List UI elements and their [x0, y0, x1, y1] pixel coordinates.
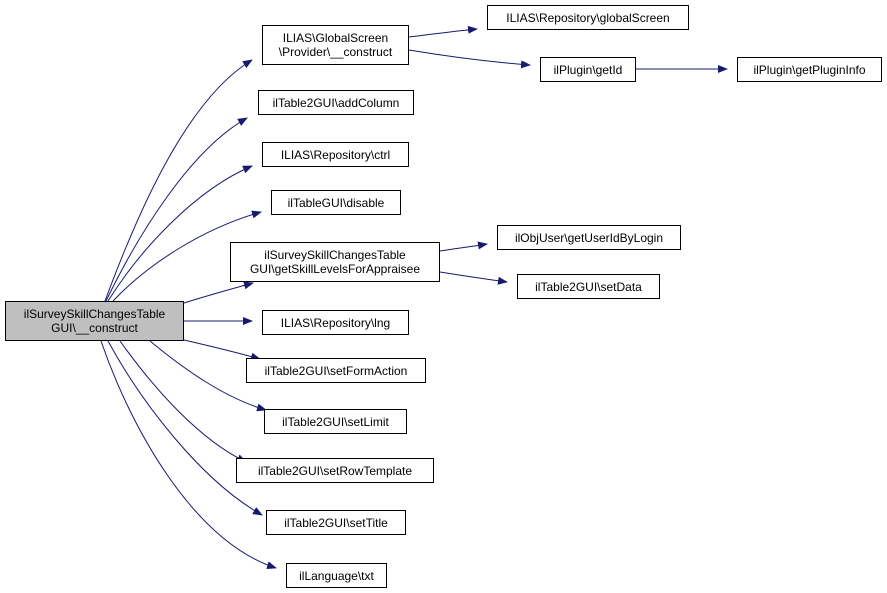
node-language-txt[interactable]: ilLanguage\txt	[286, 563, 387, 588]
node-label-line2: GUI\__construct	[51, 321, 138, 335]
node-label: ilTable2GUI\setRowTemplate	[257, 463, 413, 478]
node-set-limit[interactable]: ilTable2GUI\setLimit	[264, 409, 407, 434]
node-repository-ctrl[interactable]: ILIAS\Repository\ctrl	[262, 142, 409, 167]
node-label: ILIAS\Repository\ctrl	[280, 147, 391, 162]
node-label: ilTable2GUI\setLimit	[282, 414, 389, 429]
edge-root-to-add_column	[105, 117, 248, 302]
node-plugin-get-plugin-info[interactable]: ilPlugin\getPluginInfo	[737, 57, 882, 82]
node-label: ilTable2GUI\addColumn	[272, 95, 400, 110]
edge-root-to-set_row_template	[119, 340, 247, 463]
edge-root-to-set_form_action	[183, 339, 261, 361]
edge-get_skill_levels-to-set_data	[439, 271, 508, 285]
node-label: ilPlugin\getId	[553, 62, 623, 77]
node-globalscreen-provider-construct[interactable]: ILIAS\GlobalScreen \Provider\__construct	[262, 25, 409, 65]
edge-root-to-gs_construct	[104, 59, 253, 302]
node-label: ilPlugin\getPluginInfo	[753, 62, 866, 77]
node-repository-lng[interactable]: ILIAS\Repository\lng	[262, 310, 409, 335]
node-label: ILIAS\Repository\globalScreen	[506, 10, 670, 25]
node-label-line1: ilSurveySkillChangesTable	[264, 248, 406, 262]
edge-root-to-ctrl	[107, 165, 253, 302]
node-repository-global-screen[interactable]: ILIAS\Repository\globalScreen	[487, 5, 689, 30]
node-label-line1: ILIAS\GlobalScreen	[282, 31, 389, 45]
node-add-column[interactable]: ilTable2GUI\addColumn	[258, 90, 414, 115]
node-root-construct[interactable]: ilSurveySkillChangesTable GUI\__construc…	[5, 301, 184, 341]
node-label: ILIAS\Repository\lng	[280, 315, 391, 330]
node-label: ilTable2GUI\setFormAction	[264, 363, 408, 378]
edge-get_skill_levels-to-get_user_id	[439, 241, 488, 252]
node-label-line1: ilSurveySkillChangesTable	[23, 307, 166, 321]
node-label-line2: GUI\getSkillLevelsForAppraisee	[249, 262, 421, 276]
node-label: ilObjUser\getUserIdByLogin	[514, 230, 664, 245]
edge-root-to-set_limit	[149, 340, 267, 412]
edge-root-to-set_title	[107, 340, 263, 516]
node-obj-user-get-user-id-by-login[interactable]: ilObjUser\getUserIdByLogin	[497, 225, 681, 250]
node-set-title[interactable]: ilTable2GUI\setTitle	[266, 510, 406, 535]
node-plugin-get-id[interactable]: ilPlugin\getId	[540, 57, 636, 82]
node-label: ilTableGUI\disable	[287, 195, 385, 210]
node-set-form-action[interactable]: ilTable2GUI\setFormAction	[246, 358, 426, 383]
edge-root-to-disable	[112, 210, 262, 302]
node-set-data[interactable]: ilTable2GUI\setData	[517, 274, 660, 299]
node-get-skill-levels-for-appraisee[interactable]: ilSurveySkillChangesTable GUI\getSkillLe…	[230, 242, 440, 282]
node-label: ilTable2GUI\setData	[535, 279, 642, 294]
edge-root-to-txt	[100, 340, 277, 570]
edge-root-to-get_skill_levels	[183, 281, 254, 304]
node-set-row-template[interactable]: ilTable2GUI\setRowTemplate	[236, 458, 434, 483]
node-label: ilTable2GUI\setTitle	[284, 515, 388, 530]
edge-gs_construct-to-get_id	[408, 49, 531, 69]
edge-gs_construct-to-global_screen	[408, 25, 478, 38]
node-label-line2: \Provider\__construct	[278, 45, 393, 59]
node-disable[interactable]: ilTableGUI\disable	[271, 190, 401, 215]
node-label: ilLanguage\txt	[299, 568, 374, 583]
